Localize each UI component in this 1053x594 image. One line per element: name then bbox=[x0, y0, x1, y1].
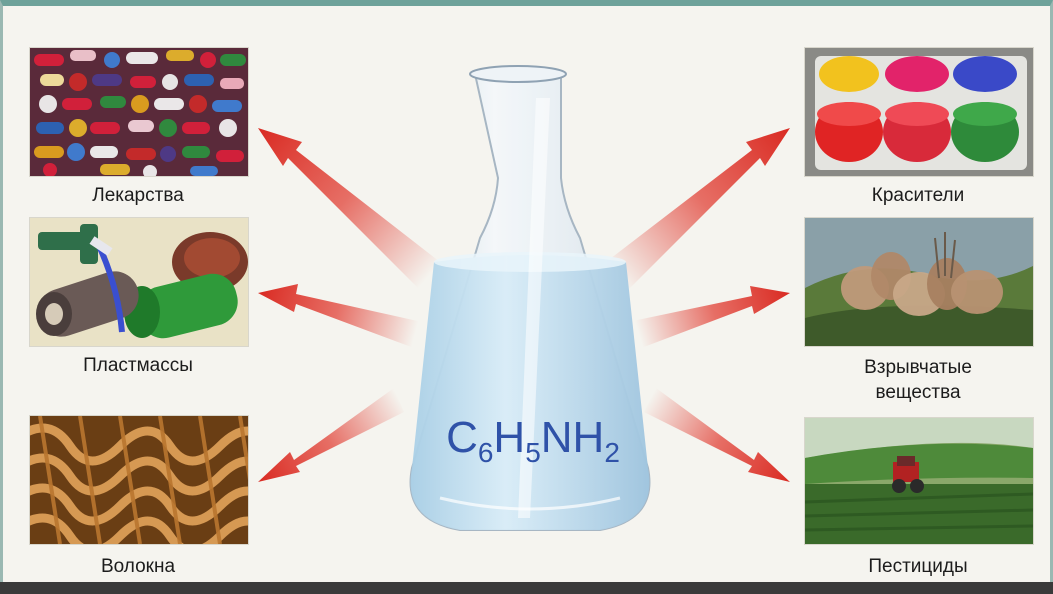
erlenmeyer-flask-icon bbox=[409, 65, 651, 531]
plastics-photo bbox=[29, 217, 249, 347]
explosives-photo bbox=[804, 217, 1034, 347]
explosives-label-line1: Взрывчатые bbox=[864, 357, 972, 378]
aniline-formula: C6H5NH2 bbox=[446, 413, 620, 468]
explosives-label-line2: вещества bbox=[875, 382, 961, 403]
dyes-label: Красители bbox=[871, 185, 965, 206]
arrow-to-fibers bbox=[258, 388, 404, 482]
pesticides-photo bbox=[804, 417, 1034, 545]
dyes-photo bbox=[804, 47, 1034, 177]
arrow-to-explosives bbox=[628, 286, 790, 350]
plastics-label: Пластмассы bbox=[83, 355, 193, 376]
fibers-photo bbox=[29, 415, 249, 545]
arrow-to-pesticides bbox=[644, 388, 790, 482]
bottom-edge bbox=[0, 582, 1053, 594]
arrow-to-plastics bbox=[258, 284, 422, 348]
fibers-label: Волокна bbox=[100, 556, 176, 577]
arrow-to-medicines bbox=[258, 128, 440, 290]
medicines-photo bbox=[29, 47, 249, 177]
arrow-to-dyes bbox=[606, 128, 790, 290]
pesticides-label: Пестициды bbox=[868, 556, 968, 577]
medicines-label: Лекарства bbox=[92, 185, 184, 206]
